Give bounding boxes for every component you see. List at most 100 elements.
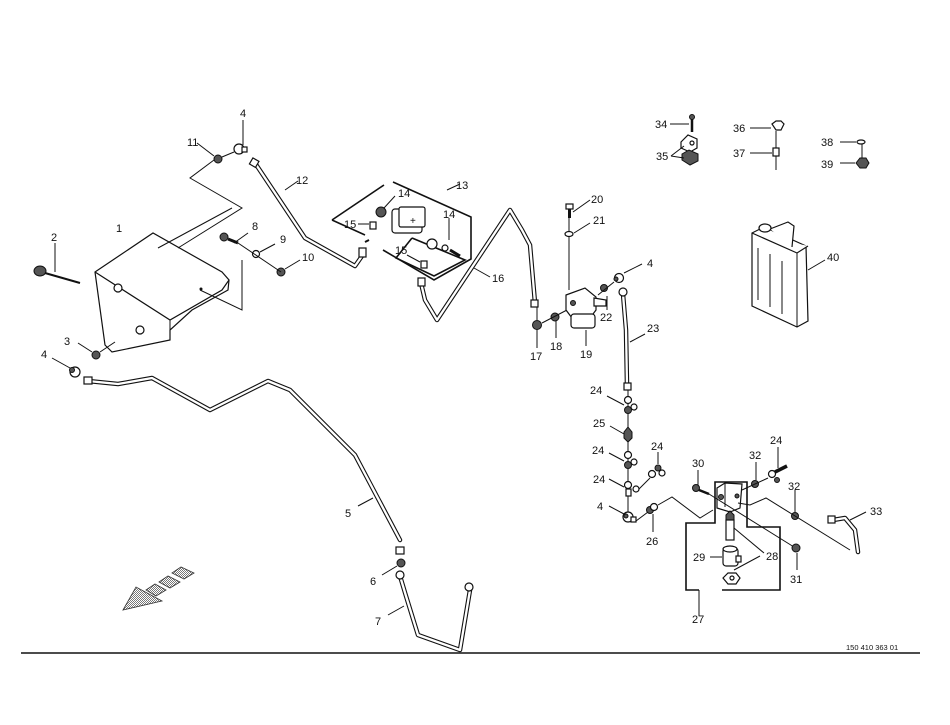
- callout-40: 40: [827, 252, 839, 264]
- banjo-fitting-4-lower[interactable]: [608, 505, 649, 523]
- leader-11-group: [177, 156, 243, 249]
- callout-24-a: 24: [590, 385, 602, 397]
- callout-34: 34: [655, 119, 667, 131]
- callout-24-valve: 24: [770, 435, 782, 447]
- direction-arrow-icon: [122, 566, 195, 611]
- callout-21: 21: [593, 215, 605, 227]
- connector-25[interactable]: [609, 425, 633, 443]
- callout-19: 19: [580, 349, 592, 361]
- fuel-canister-40[interactable]: [751, 221, 826, 328]
- bolt-20[interactable]: [565, 199, 591, 290]
- tee-fitting-24-c[interactable]: [608, 477, 651, 497]
- fuel-line-7[interactable]: [387, 570, 474, 653]
- nut-31[interactable]: [791, 543, 801, 570]
- callout-28: 28: [766, 551, 778, 563]
- valve-block[interactable]: [716, 482, 743, 513]
- callout-32-top: 32: [749, 450, 761, 462]
- callout-22: 22: [600, 312, 612, 324]
- dipstick[interactable]: [33, 243, 81, 284]
- banjo-fitting-4-top[interactable]: [221, 120, 248, 158]
- callout-23: 23: [647, 323, 659, 335]
- seal-ring-3[interactable]: [77, 342, 101, 360]
- callout-30: 30: [692, 458, 704, 470]
- svg-text:+: +: [410, 216, 416, 227]
- tee-fitting-24-d[interactable]: [647, 452, 666, 479]
- seal-ring-11[interactable]: [196, 142, 223, 164]
- fuel-line-16[interactable]: [417, 207, 539, 323]
- callout-29: 29: [693, 552, 705, 564]
- callout-33: 33: [870, 506, 882, 518]
- callout-14-top: 14: [398, 188, 410, 200]
- callout-12: 12: [296, 175, 308, 187]
- callout-20: 20: [591, 194, 603, 206]
- callout-26: 26: [646, 536, 658, 548]
- callout-27: 27: [692, 614, 704, 626]
- callout-17: 17: [530, 351, 542, 363]
- callout-6: 6: [370, 576, 376, 588]
- valve-body-29[interactable]: [710, 545, 742, 567]
- banjo-fitting-4-left[interactable]: [51, 341, 116, 378]
- callout-25: 25: [593, 418, 605, 430]
- callout-38: 38: [821, 137, 833, 149]
- callout-24-b: 24: [592, 445, 604, 457]
- spacer-37[interactable]: [750, 131, 780, 170]
- seal-kit-28[interactable]: [725, 510, 765, 571]
- callout-18: 18: [550, 341, 562, 353]
- callout-5: 5: [345, 508, 351, 520]
- seal-ring-32-right[interactable]: [737, 490, 851, 551]
- fitting-14-top[interactable]: [375, 195, 396, 218]
- callout-7: 7: [375, 616, 381, 628]
- bolt-8-group: [199, 260, 243, 311]
- bolt-8-axis: [237, 242, 282, 273]
- connector-26[interactable]: [646, 496, 714, 532]
- seal-ring-6[interactable]: [381, 558, 406, 576]
- callout-32-right: 32: [788, 481, 800, 493]
- nut-10[interactable]: [276, 259, 301, 277]
- callout-4-top: 4: [240, 108, 246, 120]
- washer-21[interactable]: [564, 222, 591, 238]
- tee-fitting-24-b[interactable]: [608, 450, 638, 469]
- tee-fitting-24-valve[interactable]: [767, 447, 788, 483]
- seal-ring-22[interactable]: [597, 281, 615, 310]
- clamp-35[interactable]: [670, 134, 699, 166]
- fuel-filter-19[interactable]: [565, 287, 607, 346]
- seal-ring-32-top[interactable]: [741, 462, 769, 491]
- callout-16: 16: [492, 273, 504, 285]
- callout-2: 2: [51, 232, 57, 244]
- tee-fitting-24-a[interactable]: [606, 395, 638, 414]
- valve-assembly-27[interactable]: [685, 481, 781, 616]
- nut-28-lower[interactable]: [722, 572, 741, 585]
- fuel-line-5[interactable]: [83, 375, 405, 555]
- bolt-30[interactable]: [692, 470, 795, 548]
- callout-13: 13: [456, 180, 468, 192]
- callout-35: 35: [656, 151, 668, 163]
- callout-37: 37: [733, 148, 745, 160]
- callout-8: 8: [252, 221, 258, 233]
- nut-36[interactable]: [750, 120, 785, 131]
- connector-15-top[interactable]: [358, 221, 377, 230]
- document-number: 150 410 363 01: [846, 643, 898, 652]
- banjo-fitting-17[interactable]: [532, 307, 542, 348]
- callout-11: 11: [187, 137, 198, 149]
- fuel-line-33[interactable]: [827, 511, 867, 555]
- seal-ring-18[interactable]: [541, 309, 568, 338]
- fuel-line-23[interactable]: [618, 287, 646, 391]
- fuel-line-12[interactable]: [248, 157, 370, 269]
- connector-15-lower[interactable]: [406, 254, 428, 269]
- callout-15-lower: 15: [395, 245, 407, 257]
- bolt-8[interactable]: [219, 232, 249, 245]
- banjo-fitting-4-filter[interactable]: [613, 263, 643, 284]
- callout-9: 9: [280, 234, 286, 246]
- bolt-34[interactable]: [670, 114, 695, 133]
- nut-39[interactable]: [840, 157, 870, 169]
- callout-36: 36: [733, 123, 745, 135]
- fuel-tank[interactable]: [94, 207, 233, 353]
- callout-10: 10: [302, 252, 314, 264]
- callout-4-filter: 4: [647, 258, 653, 270]
- callout-15-top: 15: [344, 219, 356, 231]
- fuel-pump-assembly-13[interactable]: +: [331, 181, 472, 281]
- callout-24-d: 24: [651, 441, 663, 453]
- callout-3: 3: [64, 336, 70, 348]
- washer-38[interactable]: [840, 139, 866, 158]
